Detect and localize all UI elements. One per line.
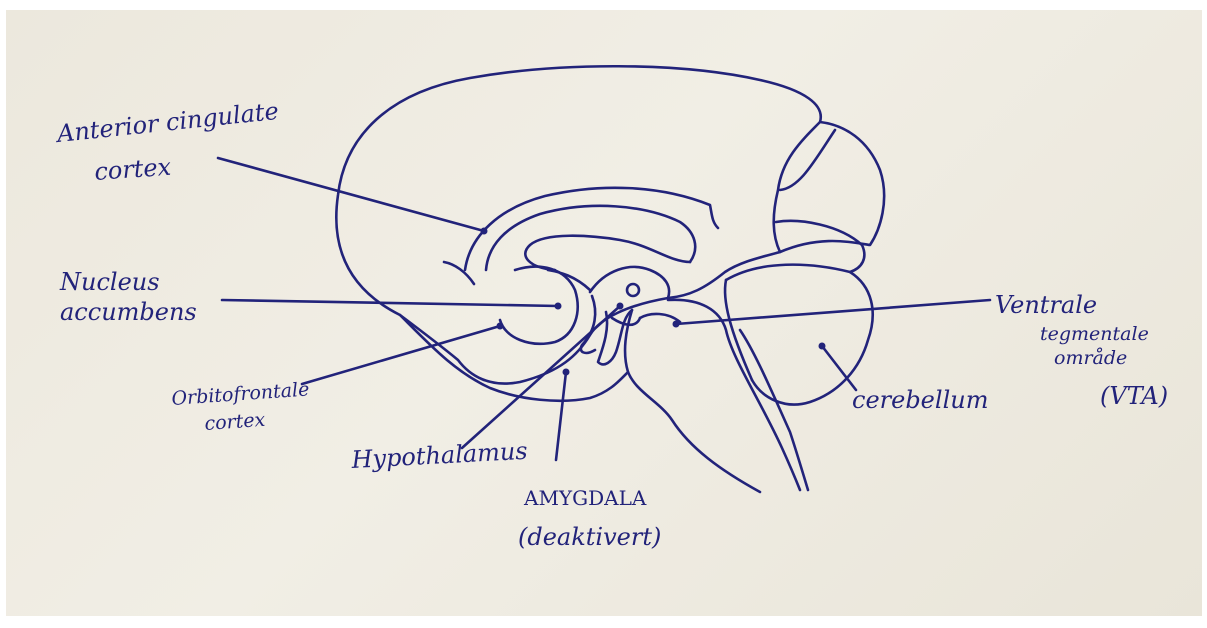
leader-hypothalamus xyxy=(462,306,620,448)
label-orbitofrontal-1: Orbitofrontale xyxy=(171,378,310,410)
label-nucleus-accumbens-2: accumbens xyxy=(60,298,197,326)
leader-cerebellum xyxy=(822,346,856,390)
cerebrum-outline xyxy=(336,66,820,383)
dot-orbitofrontal xyxy=(497,323,504,330)
label-vta-2: tegmentale xyxy=(1040,323,1149,345)
leader-amygdala xyxy=(556,372,566,460)
label-amygdala-1: AMYGDALA xyxy=(523,486,647,510)
fourth-ventricle xyxy=(740,330,808,490)
label-anterior-cingulate-2: cortex xyxy=(93,153,172,186)
corpus-callosum-inner xyxy=(486,206,695,270)
label-anterior-cingulate-1: Anterior cingulate xyxy=(54,97,280,148)
occipital-lobe xyxy=(780,122,884,252)
leader-vta xyxy=(676,300,990,324)
label-vta-4: (VTA) xyxy=(1100,382,1168,410)
label-vta-1: Ventrale xyxy=(995,291,1097,319)
corpus-callosum-outer xyxy=(465,188,718,270)
label-hypothalamus: Hypothalamus xyxy=(350,437,528,474)
third-ventricle-dot xyxy=(627,284,639,296)
pons-bulge xyxy=(640,314,680,322)
label-cerebellum: cerebellum xyxy=(852,386,988,414)
leader-nucleus-accumbens xyxy=(222,300,558,306)
hypothalamus-shape xyxy=(581,296,595,353)
brainstem-back xyxy=(668,300,800,490)
leader-orbitofrontal xyxy=(302,326,500,384)
label-nucleus-accumbens-1: Nucleus xyxy=(59,268,160,296)
leader-anterior-cingulate xyxy=(218,158,484,231)
dot-anterior-cingulate xyxy=(481,228,488,235)
dot-amygdala xyxy=(563,369,570,376)
brainstem-front xyxy=(625,310,760,492)
dot-cerebellum xyxy=(819,343,826,350)
label-orbitofrontal-2: cortex xyxy=(204,409,266,435)
callosum-rostrum xyxy=(444,262,474,284)
label-amygdala-2: (deaktivert) xyxy=(518,523,661,551)
dot-nucleus-accumbens xyxy=(555,303,562,310)
fornix xyxy=(525,236,690,270)
label-vta-3: område xyxy=(1054,347,1127,369)
dot-hypothalamus xyxy=(617,303,624,310)
dot-vta xyxy=(673,321,680,328)
